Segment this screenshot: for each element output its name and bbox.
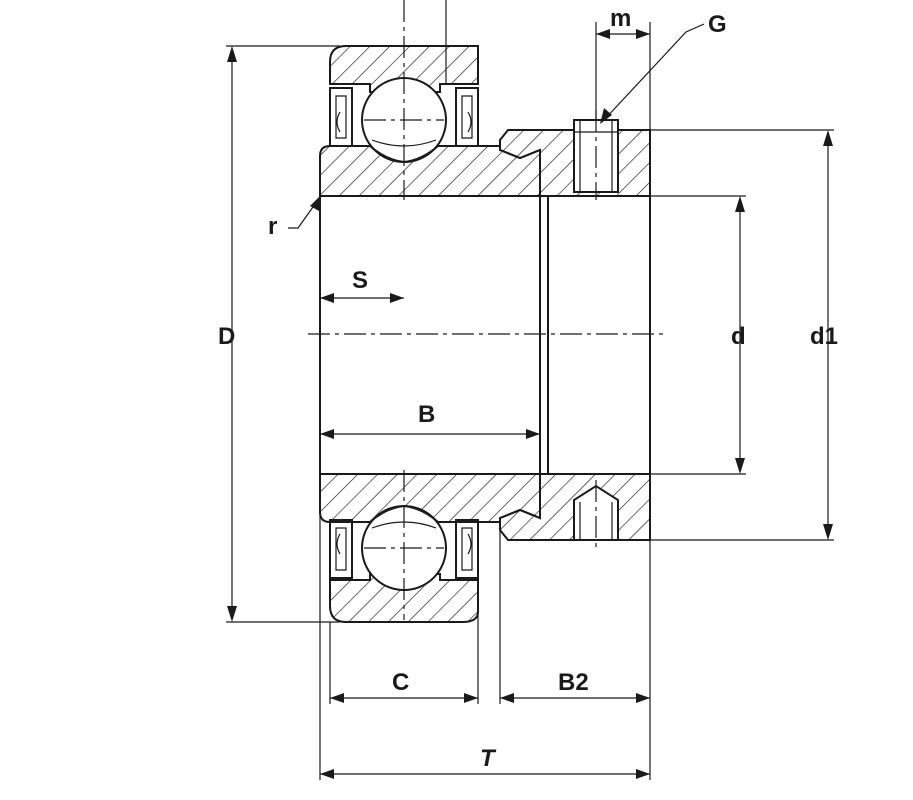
center-lines bbox=[308, 0, 664, 620]
dimension-d1 bbox=[823, 130, 833, 540]
dimension-B2 bbox=[500, 693, 650, 703]
label-C: C bbox=[392, 669, 409, 696]
label-d1: d1 bbox=[810, 323, 838, 350]
label-m: m bbox=[610, 5, 631, 32]
dimension-m bbox=[596, 29, 650, 39]
seal-top-left bbox=[329, 87, 353, 147]
label-B: B bbox=[418, 401, 435, 428]
bore bbox=[319, 196, 651, 474]
dimension-B bbox=[320, 429, 540, 439]
dimension-T bbox=[320, 769, 650, 779]
seal-bottom-right bbox=[455, 519, 479, 579]
label-D: D bbox=[218, 323, 235, 350]
seal-top-right bbox=[455, 87, 479, 147]
leader-r bbox=[288, 196, 320, 229]
outer-ring-top bbox=[329, 45, 479, 93]
dimension-D bbox=[227, 46, 237, 622]
label-G: G bbox=[708, 11, 727, 38]
set-screw-hole bbox=[573, 484, 619, 541]
label-B2: B2 bbox=[558, 669, 589, 696]
seal-bottom-left bbox=[329, 519, 353, 579]
inner-ring-top bbox=[319, 145, 541, 197]
inner-ring-bottom bbox=[319, 473, 541, 523]
extension-lines bbox=[226, 0, 834, 780]
label-r: r bbox=[268, 213, 277, 240]
label-d: d bbox=[731, 323, 746, 350]
dimension-S bbox=[320, 293, 404, 303]
leader-G bbox=[600, 23, 705, 124]
label-T: T bbox=[480, 745, 497, 772]
dimension-d bbox=[735, 196, 745, 474]
dimension-C bbox=[330, 693, 478, 703]
label-S: S bbox=[352, 267, 368, 294]
